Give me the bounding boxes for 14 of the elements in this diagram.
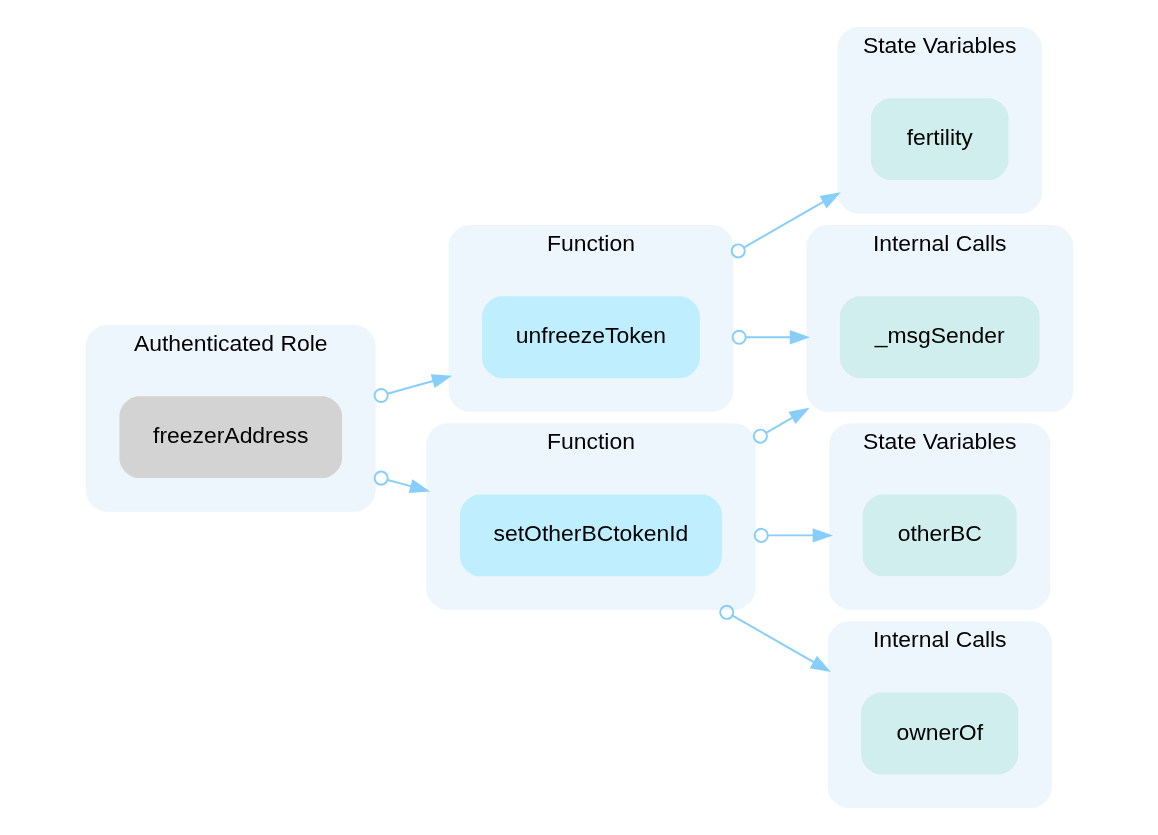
node-box: fertility bbox=[870, 98, 1008, 181]
arrow bbox=[752, 407, 810, 444]
node-box: setOtherBCtokenId bbox=[459, 494, 722, 577]
arrow bbox=[730, 192, 841, 259]
arrow bbox=[373, 470, 430, 494]
node-box: unfreezeToken bbox=[481, 296, 700, 379]
node-box: freezerAddress bbox=[118, 396, 342, 479]
node-box: _msgSender bbox=[839, 296, 1040, 379]
arrow bbox=[753, 527, 833, 543]
node-box: otherBC bbox=[862, 494, 1017, 577]
arrow bbox=[373, 374, 452, 404]
node-box: ownerOf bbox=[860, 692, 1018, 775]
arrow bbox=[731, 329, 810, 345]
arrow bbox=[718, 604, 831, 673]
